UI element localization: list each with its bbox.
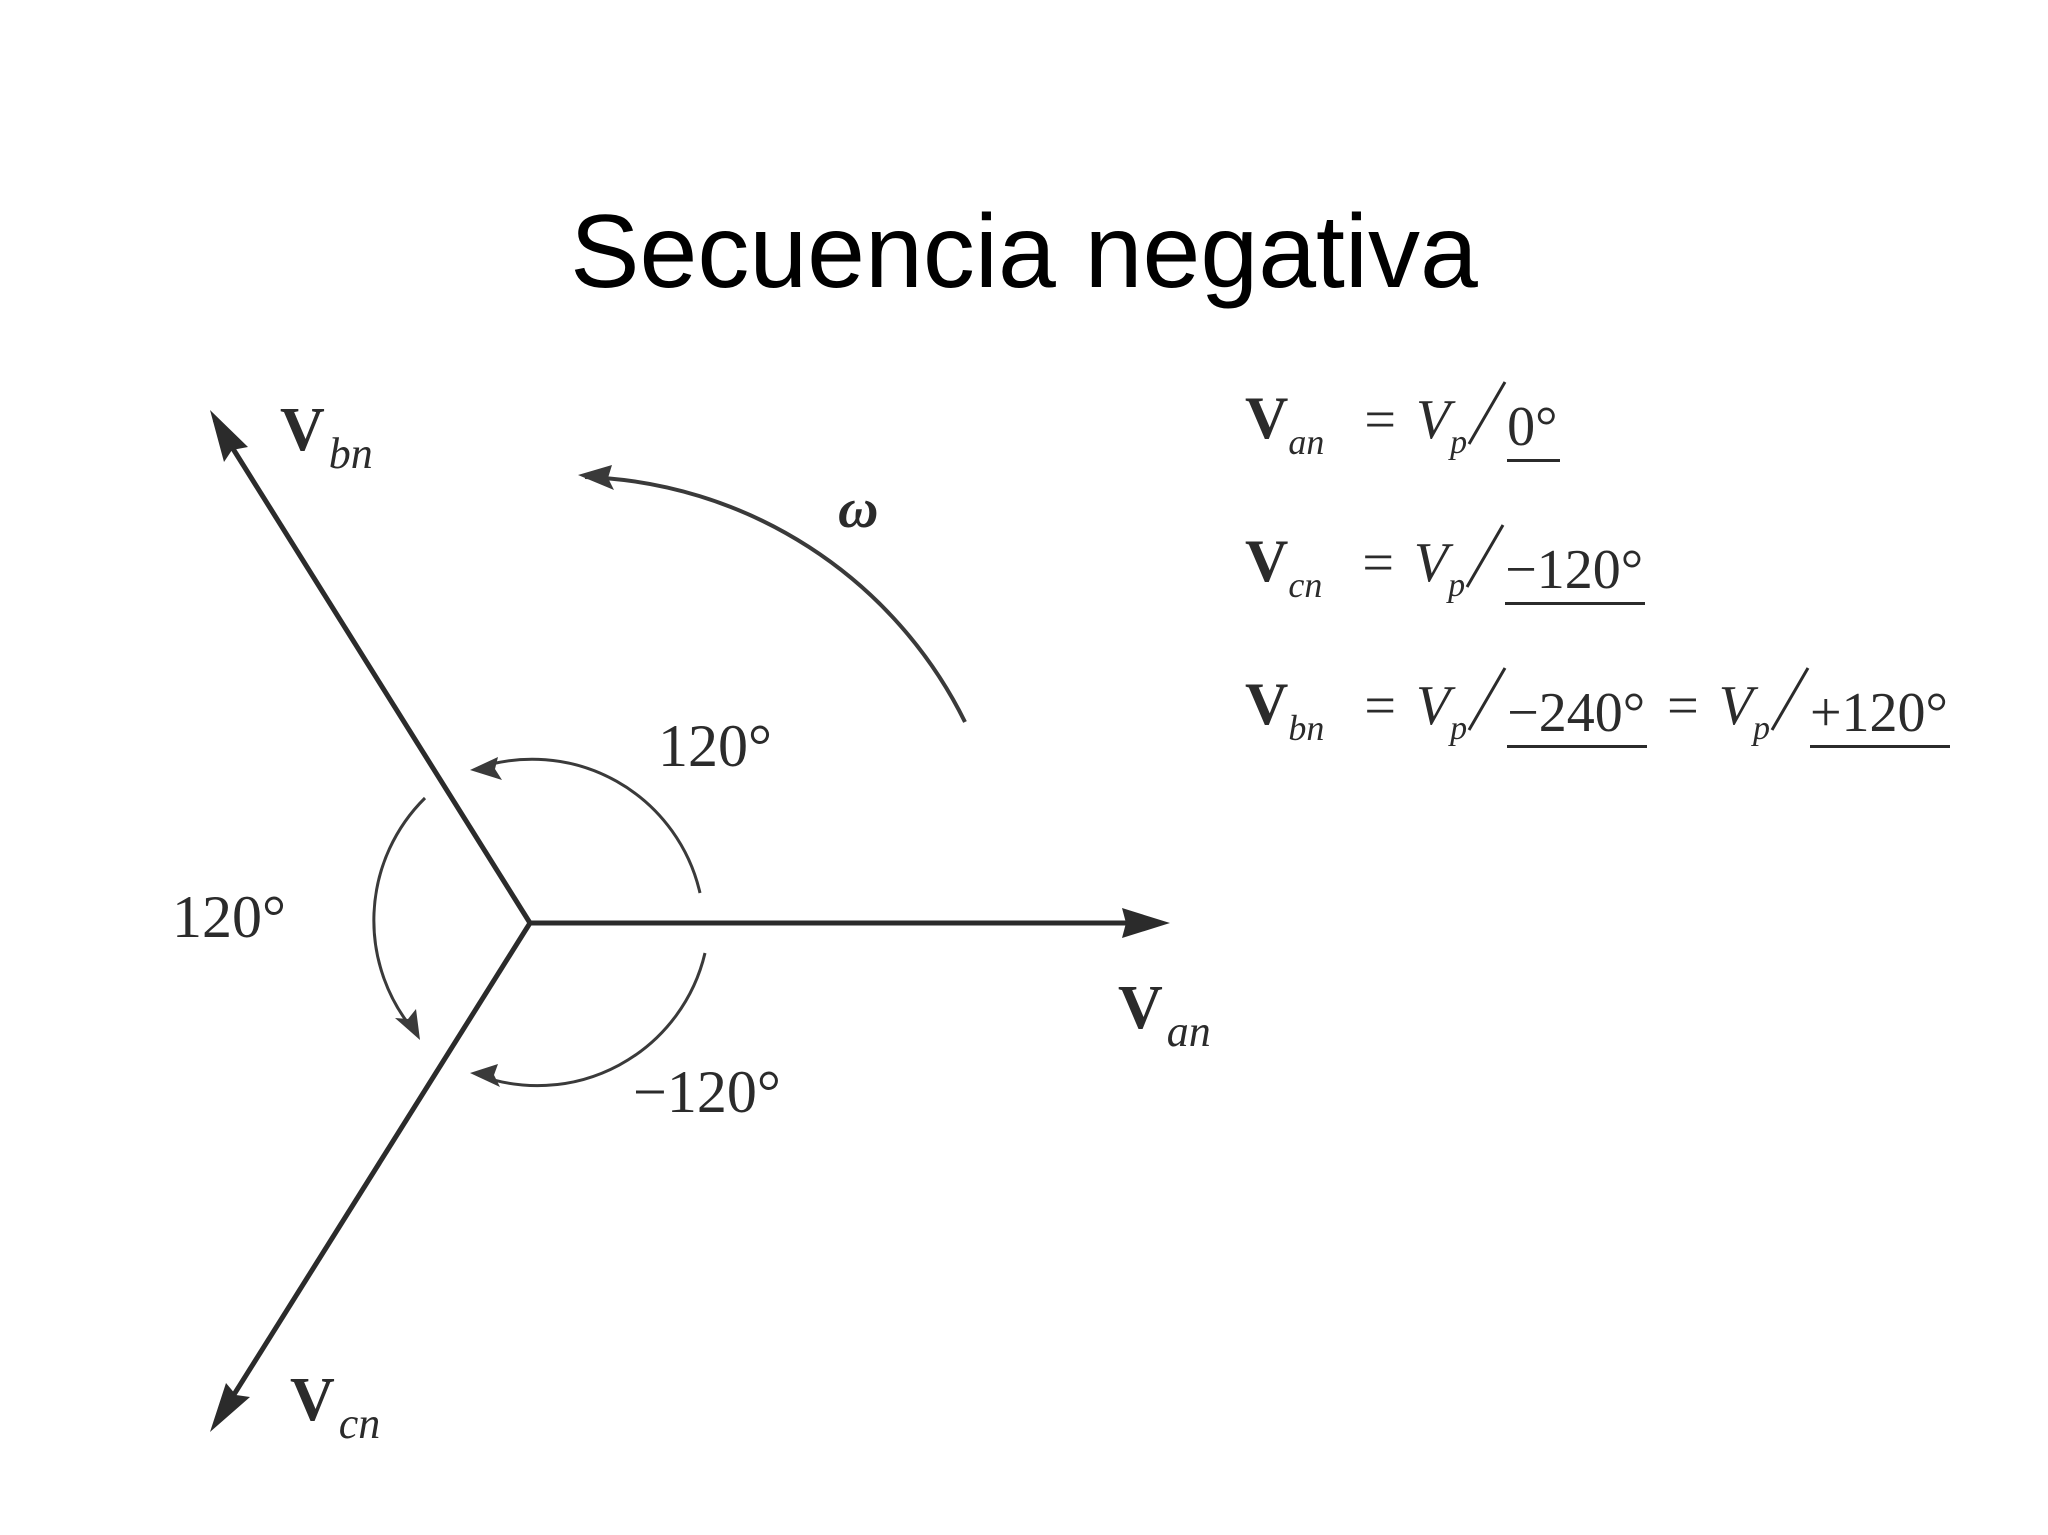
arc-120-top xyxy=(477,757,702,894)
angle-label-left: 120° xyxy=(172,884,286,950)
eq-lhs-v: V xyxy=(1245,528,1289,594)
vp-sub: p xyxy=(1450,710,1468,747)
eq-lhs-v: V xyxy=(1245,385,1289,451)
omega-arrowhead xyxy=(578,465,614,490)
omega-label: ω xyxy=(838,478,879,540)
angle-value: +120° xyxy=(1809,685,1950,748)
angle-symbol-icon xyxy=(1770,667,1810,731)
vcn-arrowhead xyxy=(210,1383,250,1432)
eq-lhs-sub: an xyxy=(1288,422,1325,462)
arc-minus-120-arrowhead xyxy=(470,1064,500,1087)
vp-symbol: V xyxy=(1415,675,1451,737)
angle-symbol-icon xyxy=(1465,524,1505,588)
label-vcn: Vcn xyxy=(290,1366,380,1448)
angle-notation: 0° xyxy=(1467,378,1560,462)
angle-label-bottom: −120° xyxy=(633,1059,781,1125)
angle-value: −240° xyxy=(1507,685,1648,748)
angle-notation: −240° xyxy=(1467,664,1648,748)
equals-sign: = xyxy=(1364,675,1396,737)
angle-value: −120° xyxy=(1505,542,1646,605)
arc-120-left-arrowhead xyxy=(395,1009,420,1040)
arc-120-top-arrowhead xyxy=(470,757,502,780)
angle-symbol-icon xyxy=(1467,381,1507,445)
vbn-arrowhead xyxy=(210,410,248,462)
vp-sub: p xyxy=(1448,567,1466,604)
phasor-vcn xyxy=(210,921,533,1432)
label-van: Van xyxy=(1118,974,1211,1056)
eq-lhs-v: V xyxy=(1245,671,1289,737)
angle-notation: −120° xyxy=(1465,521,1646,605)
equals-sign: = xyxy=(1362,532,1394,594)
phasor-vbn xyxy=(210,410,533,925)
vp-symbol: V xyxy=(1718,675,1753,737)
equation-vcn: V cn = V p −120° xyxy=(1245,521,1950,605)
eq-lhs-sub: bn xyxy=(1288,708,1325,748)
vp-sub: p xyxy=(1752,710,1770,747)
angle-label-top: 120° xyxy=(658,713,772,779)
arc-minus-120 xyxy=(477,952,707,1088)
equations-block: V an = V p 0° V cn = V p −120° V bn = V … xyxy=(1245,378,1950,807)
equation-van: V an = V p 0° xyxy=(1245,378,1950,462)
angle-symbol-icon xyxy=(1467,667,1507,731)
phasor-van xyxy=(530,908,1170,938)
equals-sign: = xyxy=(1667,675,1699,737)
equals-sign: = xyxy=(1364,389,1396,451)
slide-title: Secuencia negativa xyxy=(570,193,1478,310)
omega-arc xyxy=(584,475,967,723)
arc-120-left xyxy=(372,796,427,1033)
eq-lhs-sub: cn xyxy=(1288,565,1323,605)
label-vbn: Vbn xyxy=(280,396,373,478)
angle-notation: +120° xyxy=(1770,664,1950,748)
vp-symbol: V xyxy=(1413,532,1449,594)
vp-symbol: V xyxy=(1415,389,1451,451)
van-arrowhead xyxy=(1122,908,1170,938)
vp-sub: p xyxy=(1450,424,1468,461)
equation-vbn: V bn = V p −240° = V p +120° xyxy=(1245,664,1950,748)
angle-value: 0° xyxy=(1507,399,1560,462)
